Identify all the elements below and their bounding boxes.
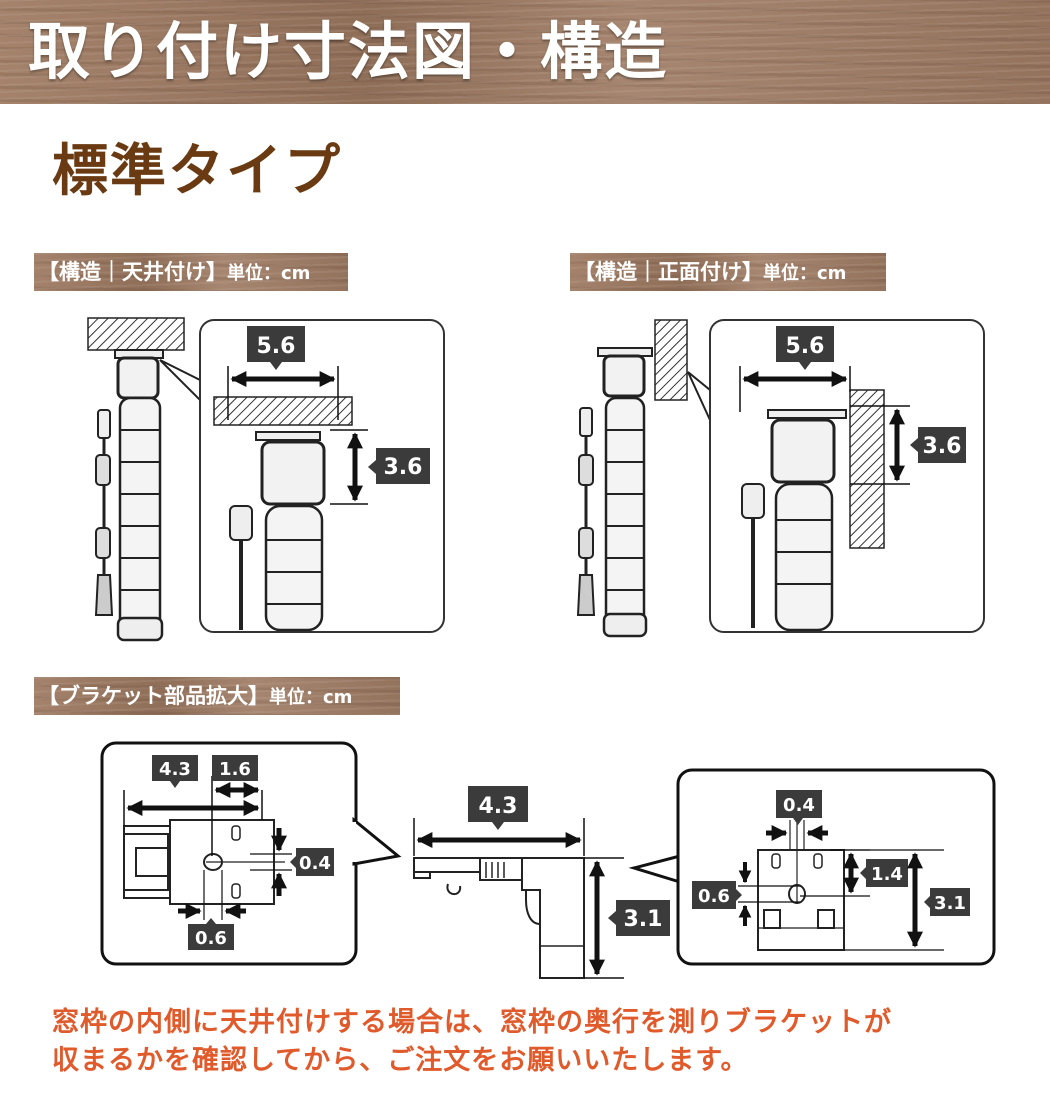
dim-front-height: 3.6 [923, 434, 962, 459]
section-label-bracket: 【ブラケット部品拡大】単位：cm [34, 677, 400, 715]
section-label-bracket-text: 【ブラケット部品拡大】 [38, 684, 269, 708]
bracket-top-view: 4.3 1.6 0.4 0.6 [100, 741, 358, 966]
dim-bracket-top-total: 4.3 [159, 759, 191, 780]
dim-front-width: 5.6 [786, 334, 825, 359]
ceiling-mount-overview [87, 317, 185, 642]
bracket-front-view: 0.4 0.6 1.4 3.1 [676, 768, 996, 966]
dim-bracket-top-slot: 0.4 [299, 853, 331, 874]
page-title: 取り付け寸法図・構造 [28, 15, 669, 88]
caution-note-line1: 窓枠の内側に天井付けする場合は、窓枠の奥行を測りブラケットが [52, 1007, 892, 1038]
dim-ceiling-width: 5.6 [257, 334, 296, 359]
dim-bracket-side-width: 4.3 [479, 794, 518, 819]
dim-bracket-front-hole: 0.6 [698, 886, 730, 907]
page-subtitle: 標準タイプ [52, 139, 342, 204]
front-mount-overview [576, 319, 688, 638]
section-label-front-text: 【構造｜正面付け】 [574, 260, 763, 284]
front-mount-detail: 5.6 3.6 [709, 319, 985, 633]
ceiling-mount-detail: 5.6 3.6 [199, 319, 445, 633]
dimension-diagrams: 5.6 3.6 [87, 317, 996, 979]
section-label-ceiling-text: 【構造｜天井付け】 [38, 260, 227, 284]
section-label-bracket-unit: 単位：cm [269, 687, 353, 708]
dim-bracket-side-height: 3.1 [624, 907, 663, 932]
caution-note: 窓枠の内側に天井付けする場合は、窓枠の奥行を測りブラケットが 収まるかを確認して… [52, 1004, 1012, 1080]
dim-bracket-top-part: 1.6 [219, 759, 251, 780]
caution-note-line2: 収まるかを確認してから、ご注文をお願いいたします。 [52, 1045, 749, 1076]
dim-bracket-front-upper: 1.4 [871, 864, 903, 885]
dim-bracket-front-height: 3.1 [934, 893, 966, 914]
section-label-front: 【構造｜正面付け】単位：cm [570, 253, 886, 291]
dim-ceiling-height: 3.6 [384, 455, 423, 480]
section-label-front-unit: 単位：cm [763, 263, 847, 284]
title-banner: 取り付け寸法図・構造 [0, 0, 1050, 104]
section-label-ceiling: 【構造｜天井付け】単位：cm [34, 253, 348, 291]
dim-bracket-top-bottom: 0.6 [195, 928, 227, 949]
bracket-side-view: 4.3 3.1 [413, 786, 670, 979]
dim-bracket-front-slot: 0.4 [783, 795, 815, 816]
section-label-ceiling-unit: 単位：cm [227, 263, 311, 284]
